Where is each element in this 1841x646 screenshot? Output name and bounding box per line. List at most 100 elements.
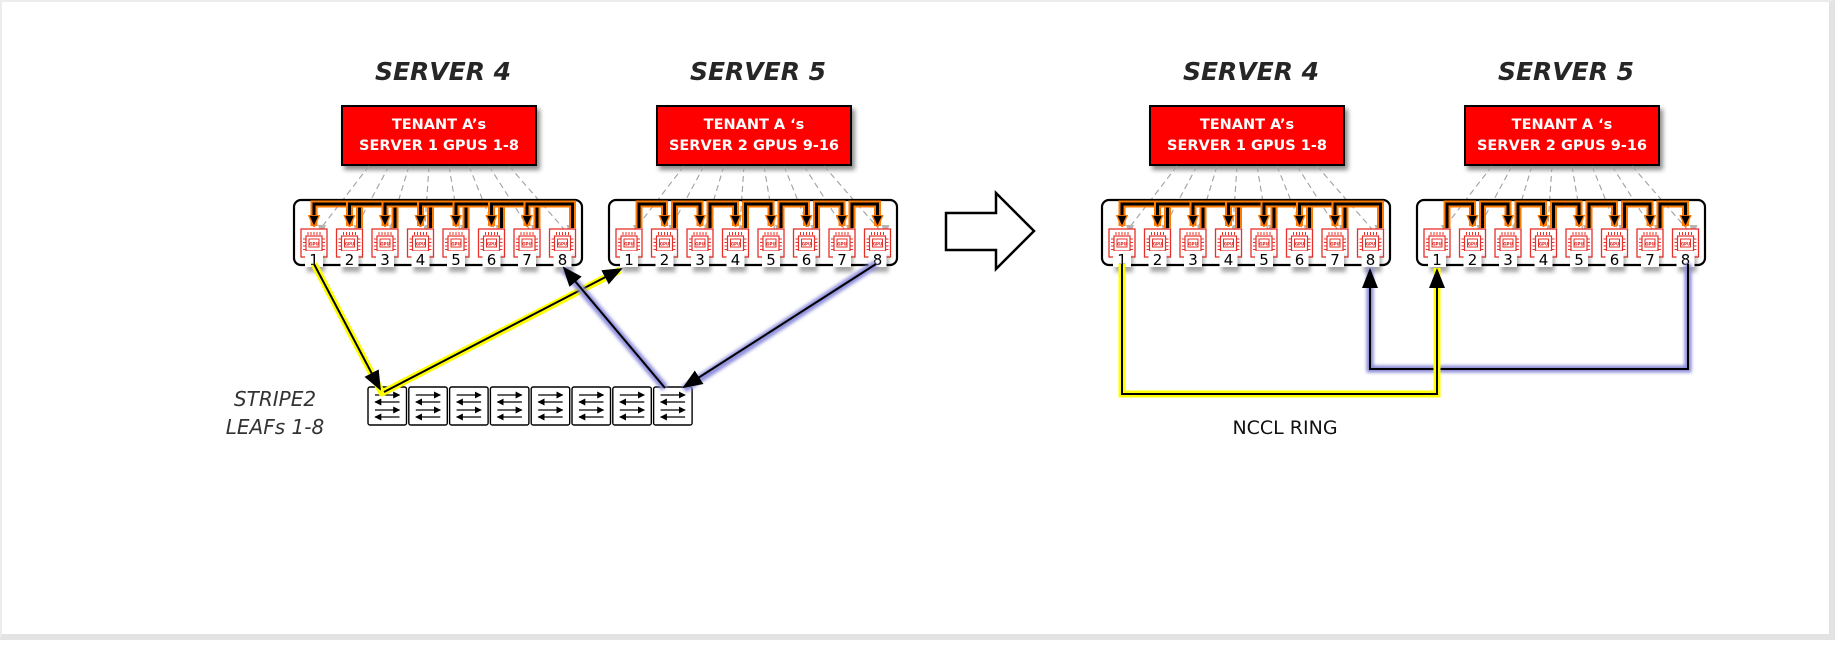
gpu-number-box xyxy=(691,251,709,267)
leaf-switch[interactable] xyxy=(571,386,612,426)
switch-arrows-icon xyxy=(415,391,441,421)
leaf-switch[interactable] xyxy=(489,386,530,426)
leaf-switch[interactable] xyxy=(530,386,571,426)
gpu-chip-label: GPU xyxy=(309,242,318,247)
gpu-chip-label: GPU xyxy=(695,242,704,247)
tenant-label: SERVER 2 GPUS 9-16 xyxy=(669,138,839,154)
blue-ring-path xyxy=(1362,264,1692,373)
leaf-switch[interactable] xyxy=(448,386,489,426)
gpu-number-box xyxy=(1148,251,1167,267)
gpu-number-box xyxy=(1534,251,1553,267)
gpu-number: 8 xyxy=(873,251,883,269)
gpu-number-box xyxy=(1290,251,1309,267)
server-title: SERVER 5 xyxy=(690,57,826,86)
gpu-chip-label: GPU xyxy=(1117,242,1126,247)
gpu-chip-label: GPU xyxy=(487,242,496,247)
gpu-chip-label: GPU xyxy=(416,242,425,247)
tenant-box: TENANT A ‘s SERVER 2 GPUS 9-16 xyxy=(656,105,852,166)
gpu-chip-label: GPU xyxy=(1468,242,1477,247)
gpu-chip-label: GPU xyxy=(731,242,740,247)
gpu-chip-label: GPU xyxy=(1224,242,1233,247)
gpu-chip-label: GPU xyxy=(1153,242,1162,247)
server-box xyxy=(292,198,584,267)
gpu-number-box xyxy=(376,251,394,267)
gpu-chip-label: GPU xyxy=(1539,242,1548,247)
tenant-label: TENANT A ‘s xyxy=(1512,117,1613,133)
gpu-number-box xyxy=(1219,251,1238,267)
server-title: SERVER 4 xyxy=(375,57,511,86)
server-box xyxy=(1415,198,1707,267)
gpu-number: 6 xyxy=(1295,251,1305,269)
nvlink-loop-arrows xyxy=(635,200,878,228)
gpu[interactable]: GPU 7 xyxy=(513,228,541,269)
leaf-switch[interactable] xyxy=(612,386,652,426)
gpu-chip-icon: GPU xyxy=(477,228,506,258)
gpu-chip-label: GPU xyxy=(558,242,567,247)
leaf-switch[interactable] xyxy=(367,386,408,426)
nvlink-loop-arrows xyxy=(1122,200,1384,228)
gpu-number-box xyxy=(482,251,501,267)
leaf-label: LEAFs 1-8 xyxy=(226,415,324,439)
gpu-chip-label: GPU xyxy=(522,242,531,247)
gpu-number-box xyxy=(655,251,674,267)
yellow-ring-path xyxy=(1118,264,1445,398)
gpu-number-box xyxy=(518,251,536,267)
gpu-number-box xyxy=(340,251,359,267)
gpu-number: 7 xyxy=(522,251,532,269)
tenant-label: SERVER 1 GPUS 1-8 xyxy=(359,138,519,154)
server-title: SERVER 5 xyxy=(1498,57,1634,86)
leaf-switch[interactable] xyxy=(408,386,448,426)
switch-arrows-icon xyxy=(537,391,564,421)
leaf-switch[interactable] xyxy=(652,386,693,426)
switch-arrows-icon xyxy=(455,391,482,421)
switch-arrows-icon xyxy=(496,391,523,421)
gpu-chip-label: GPU xyxy=(1188,242,1197,247)
server-title: SERVER 4 xyxy=(1183,57,1319,86)
leaf-label: STRIPE2 xyxy=(234,387,316,411)
gpu-chip-label: GPU xyxy=(1574,242,1583,247)
tenant-box: TENANT A’s SERVER 1 GPUS 1-8 xyxy=(341,105,537,166)
gpu-number: 3 xyxy=(1503,251,1513,269)
gpu-number-box xyxy=(620,251,638,267)
switch-arrows-icon xyxy=(374,391,401,421)
gpu-number-box xyxy=(762,251,780,267)
gpu-number-box xyxy=(305,251,323,267)
switch-arrows-icon xyxy=(619,391,645,421)
nvlink-loop-arrows xyxy=(314,200,576,228)
gpu-chip-label: GPU xyxy=(380,242,389,247)
